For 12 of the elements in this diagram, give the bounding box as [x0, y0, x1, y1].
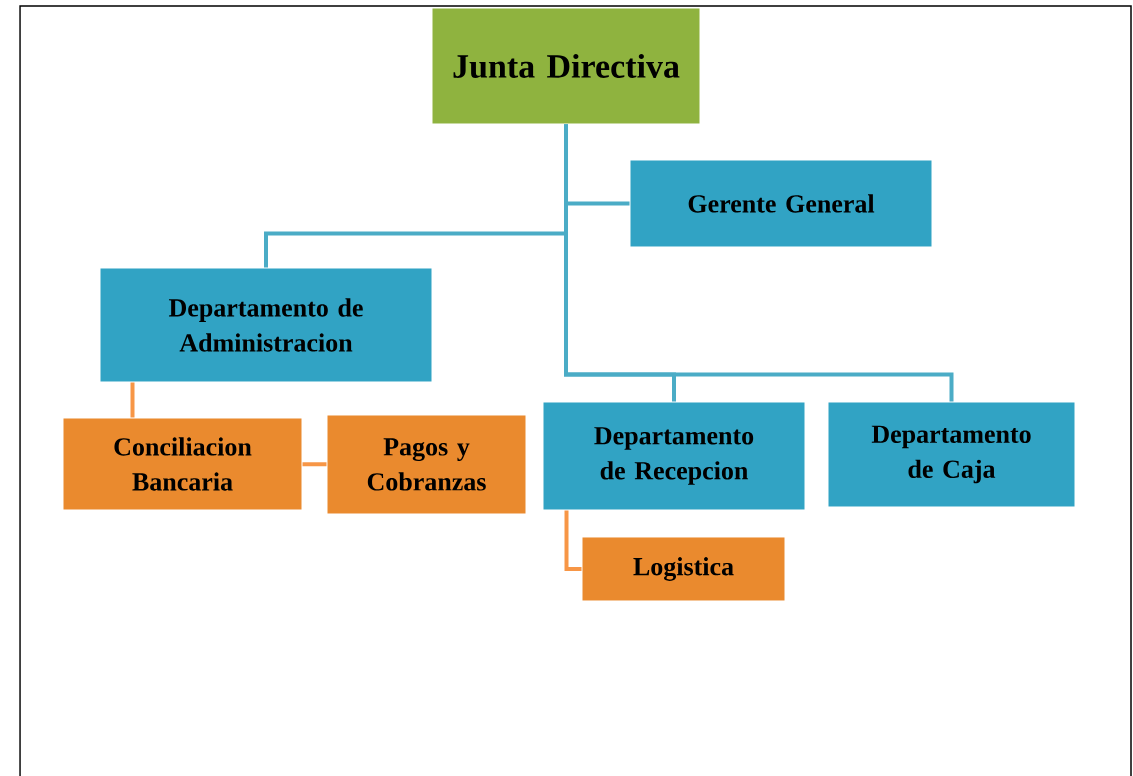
connector-line	[564, 510, 582, 571]
connector-line	[564, 124, 954, 402]
title-box: Junta Directiva	[431, 7, 701, 125]
department-box: Departamento de Recepcion	[542, 401, 806, 511]
unit-box: Pagos y Cobranzas	[326, 414, 527, 515]
unit-box: Conciliacion Bancaria	[62, 417, 303, 511]
position-box: Gerente General	[629, 159, 933, 248]
department-box: Departamento de Caja	[827, 401, 1076, 508]
unit-box: Logistica	[581, 536, 786, 602]
department-box: Departamento de Administracion	[99, 267, 433, 383]
connector-line	[130, 382, 135, 418]
connector-line	[302, 462, 327, 467]
